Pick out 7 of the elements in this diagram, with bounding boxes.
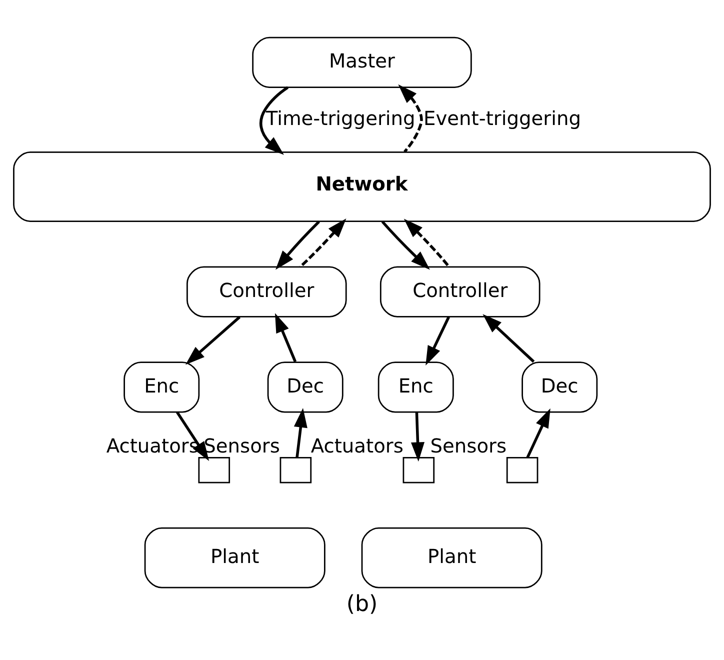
edge-label: Event-triggering	[424, 106, 582, 130]
edge-label: Time-triggering	[266, 106, 416, 130]
caption: (b)	[346, 590, 378, 616]
node-label: Sensors	[430, 434, 507, 457]
node-label: Actuators	[106, 434, 199, 457]
node-label: Actuators	[310, 434, 404, 457]
node-label: Sensors	[204, 434, 280, 457]
